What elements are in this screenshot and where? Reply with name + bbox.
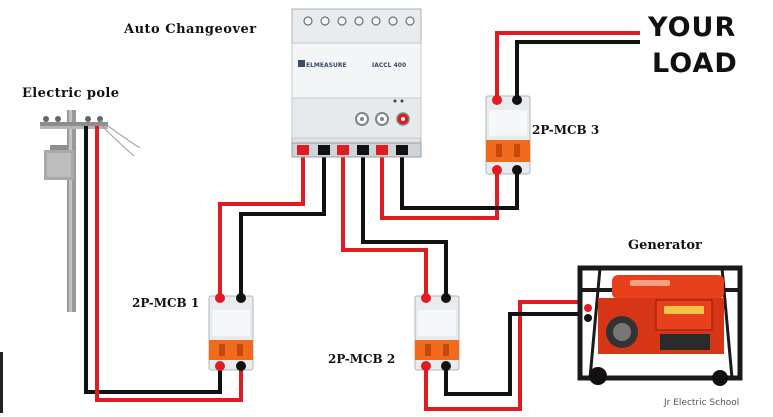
mcb-3 bbox=[485, 95, 531, 175]
wire-phase-mcb2-generator bbox=[424, 300, 578, 411]
wire-neutral-mcb3-load bbox=[515, 40, 640, 100]
wire-phase-changeover-mcb3 bbox=[380, 157, 499, 220]
device-model: IACCL 400 bbox=[372, 62, 407, 69]
generator bbox=[577, 265, 743, 386]
edge-bar bbox=[0, 352, 3, 413]
wire-neutral-mcb2-generator bbox=[444, 312, 578, 396]
credit-watermark: Jr Electric School bbox=[664, 398, 740, 408]
electric-pole bbox=[40, 110, 141, 312]
mcb3-label: 2P-MCB 3 bbox=[532, 123, 600, 137]
wire-neutral-mcb1-changeover bbox=[239, 157, 326, 298]
wire-neutral-changeover-mcb2 bbox=[361, 157, 448, 298]
wire-neutral-pole-mcb1 bbox=[84, 126, 222, 394]
electric-pole-label: Electric pole bbox=[22, 86, 120, 101]
wire-neutral-changeover-mcb3 bbox=[400, 157, 519, 210]
wire-phase-mcb1-changeover bbox=[218, 157, 305, 298]
your-load-label-line2: LOAD bbox=[652, 48, 738, 79]
mcb-2 bbox=[414, 293, 460, 371]
your-load-label-line1: YOUR bbox=[648, 12, 737, 43]
auto-changeover-label: Auto Changeover bbox=[124, 22, 257, 37]
wire-phase-pole-mcb1 bbox=[95, 126, 243, 402]
mcb1-label: 2P-MCB 1 bbox=[132, 296, 200, 310]
auto-changeover-device bbox=[291, 8, 422, 158]
device-brand: ELMEASURE bbox=[306, 62, 347, 69]
mcb2-label: 2P-MCB 2 bbox=[328, 352, 396, 366]
wire-phase-changeover-mcb2 bbox=[341, 157, 428, 298]
wire-phase-mcb3-load bbox=[495, 31, 640, 100]
mcb-1 bbox=[208, 293, 254, 371]
generator-label: Generator bbox=[628, 238, 702, 253]
wires bbox=[84, 31, 640, 411]
